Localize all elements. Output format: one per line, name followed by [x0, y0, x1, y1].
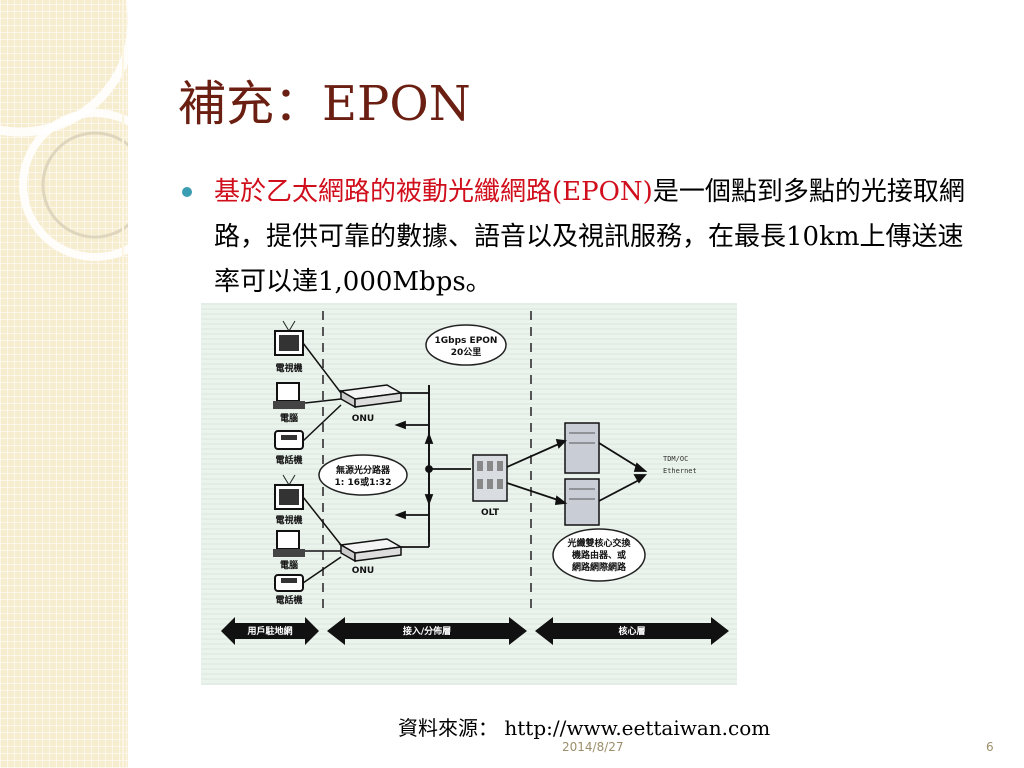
onu-device-lower	[338, 538, 404, 563]
tv-label-upper: 電視機	[275, 362, 302, 374]
zone-label-access: 接入/分佈層	[403, 625, 451, 637]
epon-bubble-line1: 1Gbps EPON	[435, 336, 498, 346]
core-bubble-line2: 機路由器、或	[572, 549, 626, 561]
phone-label-lower: 電話機	[275, 594, 302, 606]
sidebar-edge	[122, 0, 124, 768]
core-bubble-line3: 網路網際網路	[572, 561, 627, 573]
phone-icon-upper	[274, 430, 304, 450]
epon-bubble-line2: 20公里	[451, 347, 482, 358]
zone-arrow-core	[535, 617, 729, 645]
core-bubble	[552, 528, 646, 582]
tv-label-lower: 電視機	[275, 514, 302, 526]
bullet-body: 是一個點到多點的光接取網路，提供可靠的數據、語音以及視訊服務，在最長10km上傳…	[214, 177, 965, 297]
epon-bubble	[425, 324, 507, 366]
onu-label-lower: ONU	[352, 566, 375, 576]
zone-arrow-access	[327, 617, 527, 645]
olt-to-core-links	[506, 438, 648, 506]
epon-network-diagram: 1Gbps EPON 20公里 電視機 電腦 電話機 電視機	[201, 303, 737, 685]
splitter-bubble-line2: 1: 16或1:32	[335, 476, 392, 488]
source-link[interactable]: http://www.eettaiwan.com	[504, 716, 771, 740]
source-citation: 資料來源： http://www.eettaiwan.com	[398, 712, 770, 741]
pc-icon-lower	[273, 530, 305, 557]
bullet-list: 基於乙太網路的被動光纖網路(EPON)是一個點到多點的光接取網路，提供可靠的數據…	[182, 170, 978, 305]
uplink-label-line1: TDM/OC	[663, 455, 688, 463]
pc-label-lower: 電腦	[280, 559, 298, 571]
source-label: 資料來源：	[398, 716, 498, 740]
phone-icon-lower	[274, 574, 304, 592]
epon-diagram-svg: 1Gbps EPON 20公里 電視機 電腦 電話機 電視機	[221, 311, 729, 645]
tv-icon-upper	[274, 320, 304, 356]
zone-label-core: 核心層	[618, 625, 645, 637]
core-bubble-line1: 光纖雙核心交換	[566, 537, 631, 549]
decorative-sidebar	[0, 0, 128, 768]
pc-icon-upper	[273, 382, 305, 409]
sidebar-circles-decoration	[0, 0, 128, 261]
zone-label-user: 用戶駐地網	[246, 625, 292, 637]
bullet-highlight: 基於乙太網路的被動光纖網路(EPON)	[214, 177, 653, 207]
splitter-bubble	[318, 454, 408, 496]
tv-icon-lower	[274, 474, 304, 510]
footer-date: 2014/8/27	[562, 740, 624, 754]
splitter-bubble-line1: 無源光分路器	[336, 464, 391, 476]
bullet-item: 基於乙太網路的被動光纖網路(EPON)是一個點到多點的光接取網路，提供可靠的數據…	[214, 170, 978, 305]
pc-label-upper: 電腦	[280, 412, 298, 424]
zone-arrow-user	[221, 617, 319, 645]
user-to-onu-links	[302, 342, 342, 584]
bullet-dot	[182, 187, 192, 197]
phone-label-upper: 電話機	[275, 454, 302, 466]
olt-label: OLT	[481, 508, 500, 518]
core-router-upper	[564, 422, 600, 474]
slide-title: 補充：EPON	[178, 76, 471, 132]
core-router-lower	[564, 478, 600, 526]
uplink-label-line2: Ethernet	[663, 467, 697, 475]
page-number: 6	[986, 740, 994, 754]
feeder-bus	[394, 385, 471, 548]
olt-device	[472, 454, 508, 502]
onu-device-upper	[338, 384, 404, 409]
onu-label-upper: ONU	[352, 414, 375, 424]
